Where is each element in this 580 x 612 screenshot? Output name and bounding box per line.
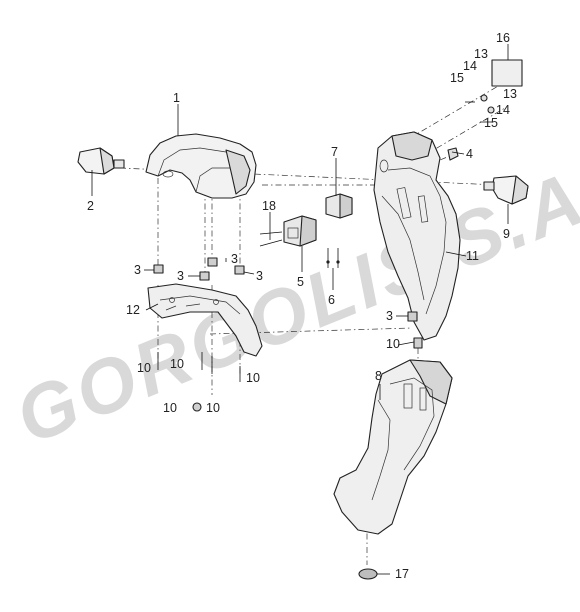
callout-13: 13 [503, 87, 517, 101]
callout-5: 5 [297, 275, 304, 289]
callout-3: 3 [177, 269, 184, 283]
clip-nut [407, 311, 418, 322]
callout-18: 18 [262, 199, 276, 213]
part-lower-fender [333, 359, 453, 535]
clip-nut [207, 257, 218, 267]
part-left-indicator [77, 147, 125, 175]
callout-14: 14 [496, 103, 510, 117]
callout-17: 17 [395, 567, 409, 581]
part-right-indicator [483, 175, 529, 205]
callout-15: 15 [450, 71, 464, 85]
callout-10: 10 [170, 357, 184, 371]
callout-10: 10 [163, 401, 177, 415]
part-screws-6 [326, 248, 340, 268]
callout-2: 2 [87, 199, 94, 213]
watermark: GORGOLIS S.A. [5, 146, 580, 461]
callout-3: 3 [231, 252, 238, 266]
callout-4: 4 [466, 147, 473, 161]
clip-nut [234, 265, 245, 275]
callout-3: 3 [134, 263, 141, 277]
callout-9: 9 [503, 227, 510, 241]
part-license-bracket [147, 283, 263, 357]
part-switch-module [325, 193, 353, 219]
callout-3: 3 [256, 269, 263, 283]
callout-6: 6 [328, 293, 335, 307]
leader-lines [91, 44, 509, 575]
part-bracket-block [283, 215, 317, 247]
callout-10: 10 [246, 371, 260, 385]
callout-16: 16 [496, 31, 510, 45]
part-upper-cowl [145, 133, 257, 199]
clip-nut [153, 264, 164, 274]
callout-10: 10 [386, 337, 400, 351]
callout-11: 11 [466, 249, 479, 263]
part-rear-fender [373, 131, 461, 341]
callout-14: 14 [463, 59, 477, 73]
callout-15: 15 [484, 116, 498, 130]
callout-10: 10 [137, 361, 151, 375]
callout-7: 7 [331, 145, 338, 159]
fasteners [153, 59, 523, 580]
callout-12: 12 [126, 303, 140, 317]
callout-10: 10 [206, 401, 220, 415]
clip-nut [199, 271, 210, 281]
callouts: 1 2 3 3 3 3 3 4 5 6 7 8 9 10 10 10 10 10… [87, 31, 517, 581]
callout-13: 13 [474, 47, 488, 61]
callout-1: 1 [173, 91, 180, 105]
callout-3: 3 [386, 309, 393, 323]
callout-8: 8 [375, 369, 382, 383]
